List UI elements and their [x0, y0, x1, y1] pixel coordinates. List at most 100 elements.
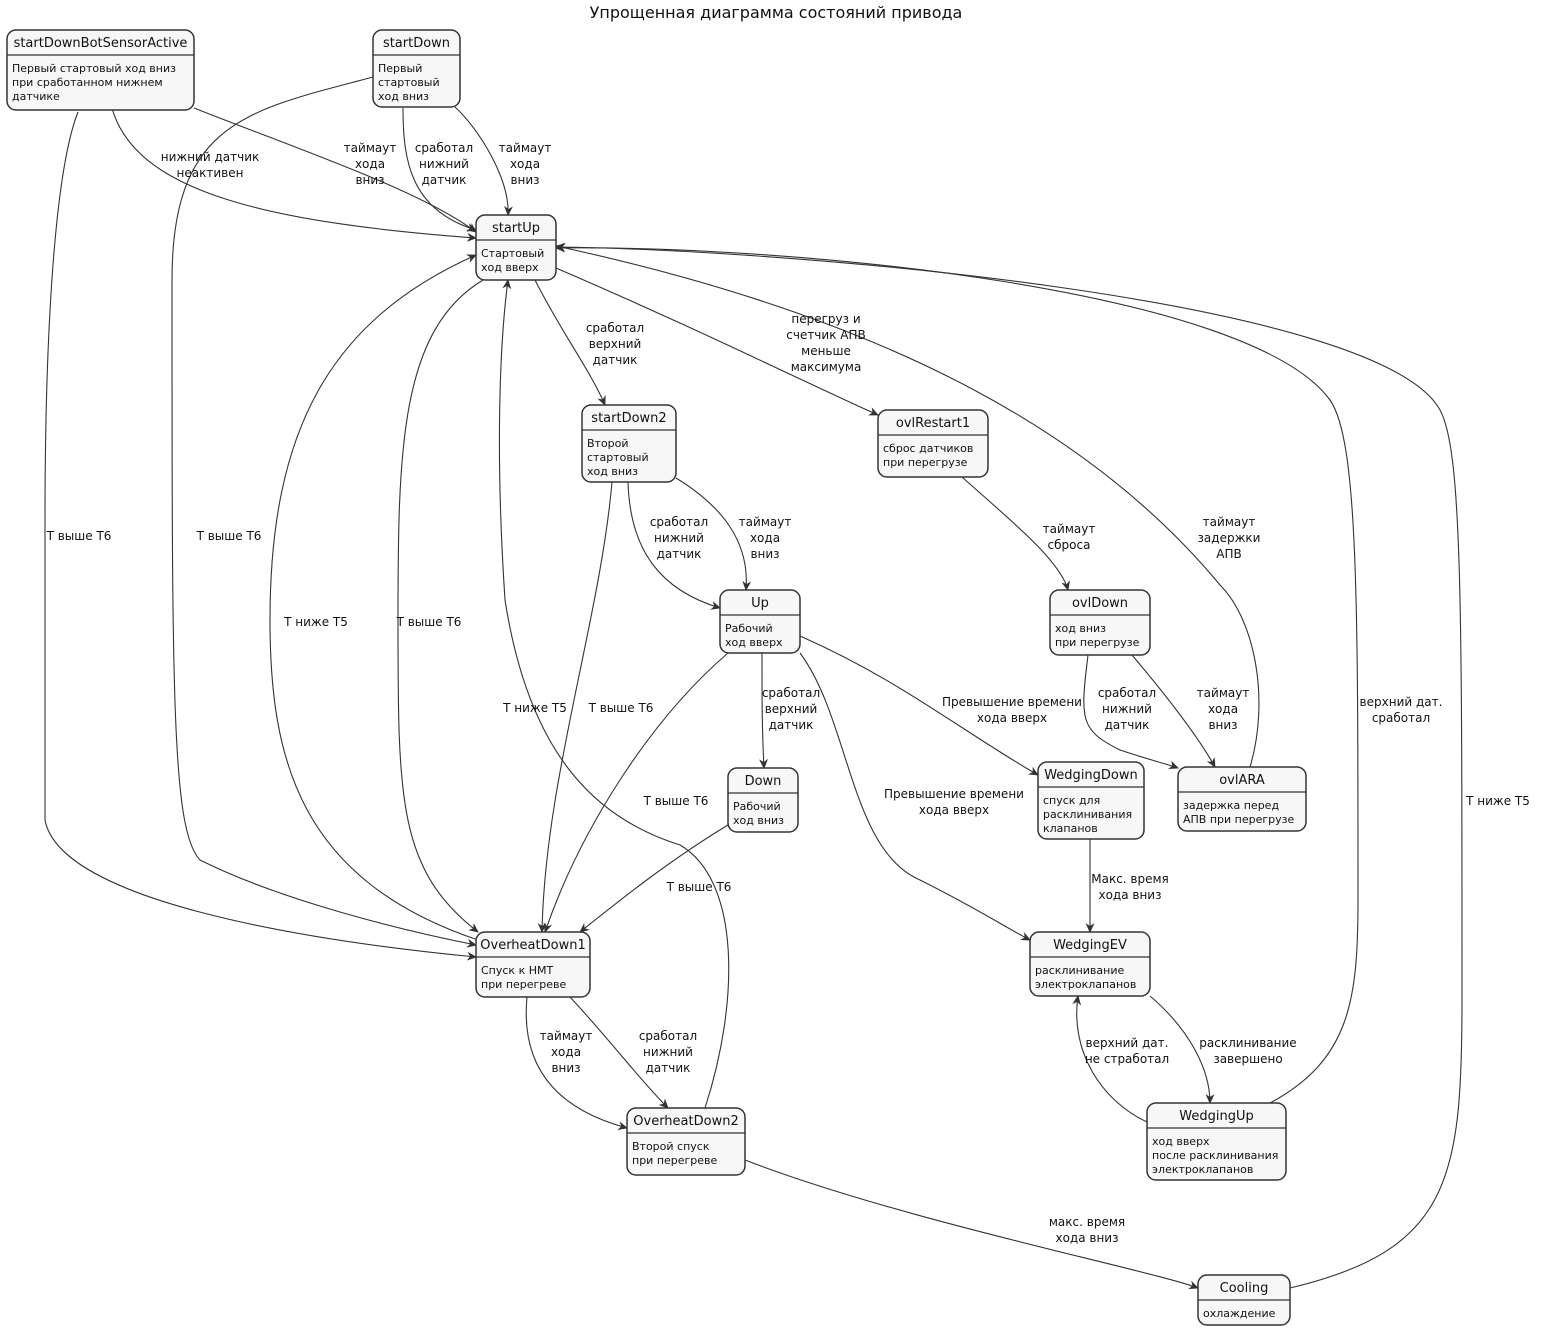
- state-description: Рабочий: [725, 622, 773, 635]
- transition-label: сработал: [586, 321, 644, 335]
- edge-startdown2-up: [627, 481, 721, 610]
- state-description: ход вверх: [1152, 1135, 1210, 1148]
- state-description: при перегрузе: [883, 456, 968, 469]
- transition-label: хода: [510, 157, 540, 171]
- transition-label: сработал: [415, 141, 473, 155]
- edge-ovldown-ovlara: [1083, 654, 1179, 770]
- transition-label: таймаут: [540, 1029, 593, 1043]
- transition-label: хода вниз: [1055, 1231, 1118, 1245]
- edge-up-down: [759, 652, 768, 769]
- transition-label: хода: [750, 531, 780, 545]
- transition-label: датчик: [593, 353, 638, 367]
- transition-label: вниз: [355, 173, 384, 187]
- transition-label: нижний: [643, 1045, 693, 1059]
- state-box: [719, 589, 801, 654]
- state-box: [626, 1107, 746, 1176]
- edge-up-wedgingev: [799, 652, 1031, 941]
- state-name: ovlRestart1: [896, 416, 970, 431]
- transition-label: завершено: [1213, 1052, 1282, 1066]
- edge-wedgingev-wedgingup: [1149, 995, 1215, 1104]
- state-box: [475, 214, 557, 281]
- state-name: Cooling: [1220, 1281, 1269, 1296]
- edge-startdown2-overheat1: [537, 481, 613, 933]
- state-description: расклинивания: [1043, 808, 1132, 821]
- transitions: [44, 76, 1463, 1290]
- state-description: клапанов: [1043, 822, 1098, 835]
- transition-label: таймаут: [1197, 686, 1250, 700]
- state-name: OverheatDown2: [633, 1114, 738, 1129]
- state-description: задержка перед: [1183, 799, 1279, 812]
- transition-label: сработал: [762, 686, 820, 700]
- state-description: стартовый: [587, 451, 649, 464]
- state-description: Второй: [587, 437, 629, 450]
- edge-up-overheat1: [543, 652, 729, 933]
- state-name: WedgingEV: [1053, 938, 1127, 953]
- transition-label: хода: [355, 157, 385, 171]
- edge-ovlara-startup: [555, 243, 1260, 768]
- state-box: [727, 767, 799, 833]
- transition-label: нижний: [654, 531, 704, 545]
- transition-label: нижний датчик: [161, 150, 260, 164]
- transition-label: таймаут: [344, 141, 397, 155]
- state-description: при перегреве: [632, 1154, 718, 1167]
- transition-label: верхний: [765, 702, 818, 716]
- state-description: датчике: [12, 90, 60, 103]
- transition-label: таймаут: [1043, 522, 1096, 536]
- transition-label: Т выше Т6: [46, 529, 112, 543]
- transition-label: вниз: [1208, 718, 1237, 732]
- transition-label: хода вверх: [977, 711, 1047, 725]
- state-box: [1037, 761, 1145, 840]
- state-box: [877, 409, 989, 478]
- state-description: АПВ при перегрузе: [1183, 813, 1294, 826]
- transition-label: верхний дат.: [1086, 1036, 1169, 1050]
- transition-label: верхний дат.: [1360, 695, 1443, 709]
- state-name: WedgingUp: [1179, 1109, 1253, 1124]
- transition-label: датчик: [646, 1061, 691, 1075]
- transition-label: макс. время: [1049, 1215, 1125, 1229]
- state-name: startDown: [383, 36, 450, 51]
- edge-overheat2-cooling: [744, 1159, 1199, 1290]
- transition-label: Превышение времени: [942, 695, 1082, 709]
- edge-overheat2-startup: [498, 279, 730, 1109]
- transition-label: Т ниже Т5: [283, 615, 348, 629]
- transition-label: Т выше Т6: [396, 615, 462, 629]
- state-name: ovlDown: [1072, 596, 1128, 611]
- state-description: сброс датчиков: [883, 442, 973, 455]
- transition-label: датчик: [422, 173, 467, 187]
- state-description: стартовый: [378, 76, 440, 89]
- state-description: Второй спуск: [632, 1140, 710, 1153]
- transition-label: Т выше Т6: [196, 529, 262, 543]
- edge-startup-ovlrestart1: [555, 267, 879, 416]
- transition-label: нижний: [1102, 702, 1152, 716]
- transition-label: максимума: [791, 360, 862, 374]
- transition-label: вниз: [750, 547, 779, 561]
- transition-label: Макс. время: [1091, 872, 1169, 886]
- transition-label: хода: [1208, 702, 1238, 716]
- edge-wedgingup-wedgingev: [1072, 995, 1148, 1123]
- edge-ovlrestart1-ovldown: [961, 476, 1070, 591]
- transition-label: сработал: [1372, 711, 1430, 725]
- transition-label: Т ниже Т5: [1465, 794, 1530, 808]
- transition-label: Т выше Т6: [666, 880, 732, 894]
- transition-label: Т ниже Т5: [502, 701, 567, 715]
- transition-labels: нижний датчик неактивен Т выше Т6 таймаут хо…: [46, 141, 1530, 1245]
- transition-label: хода вниз: [1098, 888, 1161, 902]
- transition-label: датчик: [769, 718, 814, 732]
- edge-overheat1-overheat2: [525, 996, 628, 1130]
- edge-up-wedgingdown: [799, 635, 1039, 776]
- edge-startdown-overheat1: [171, 76, 477, 948]
- state-description: при перегрузе: [1055, 636, 1140, 649]
- transition-label: Т выше Т6: [643, 794, 709, 808]
- transition-label: неактивен: [177, 166, 244, 180]
- state-box: [6, 29, 195, 111]
- state-description: ход вниз: [1055, 622, 1106, 635]
